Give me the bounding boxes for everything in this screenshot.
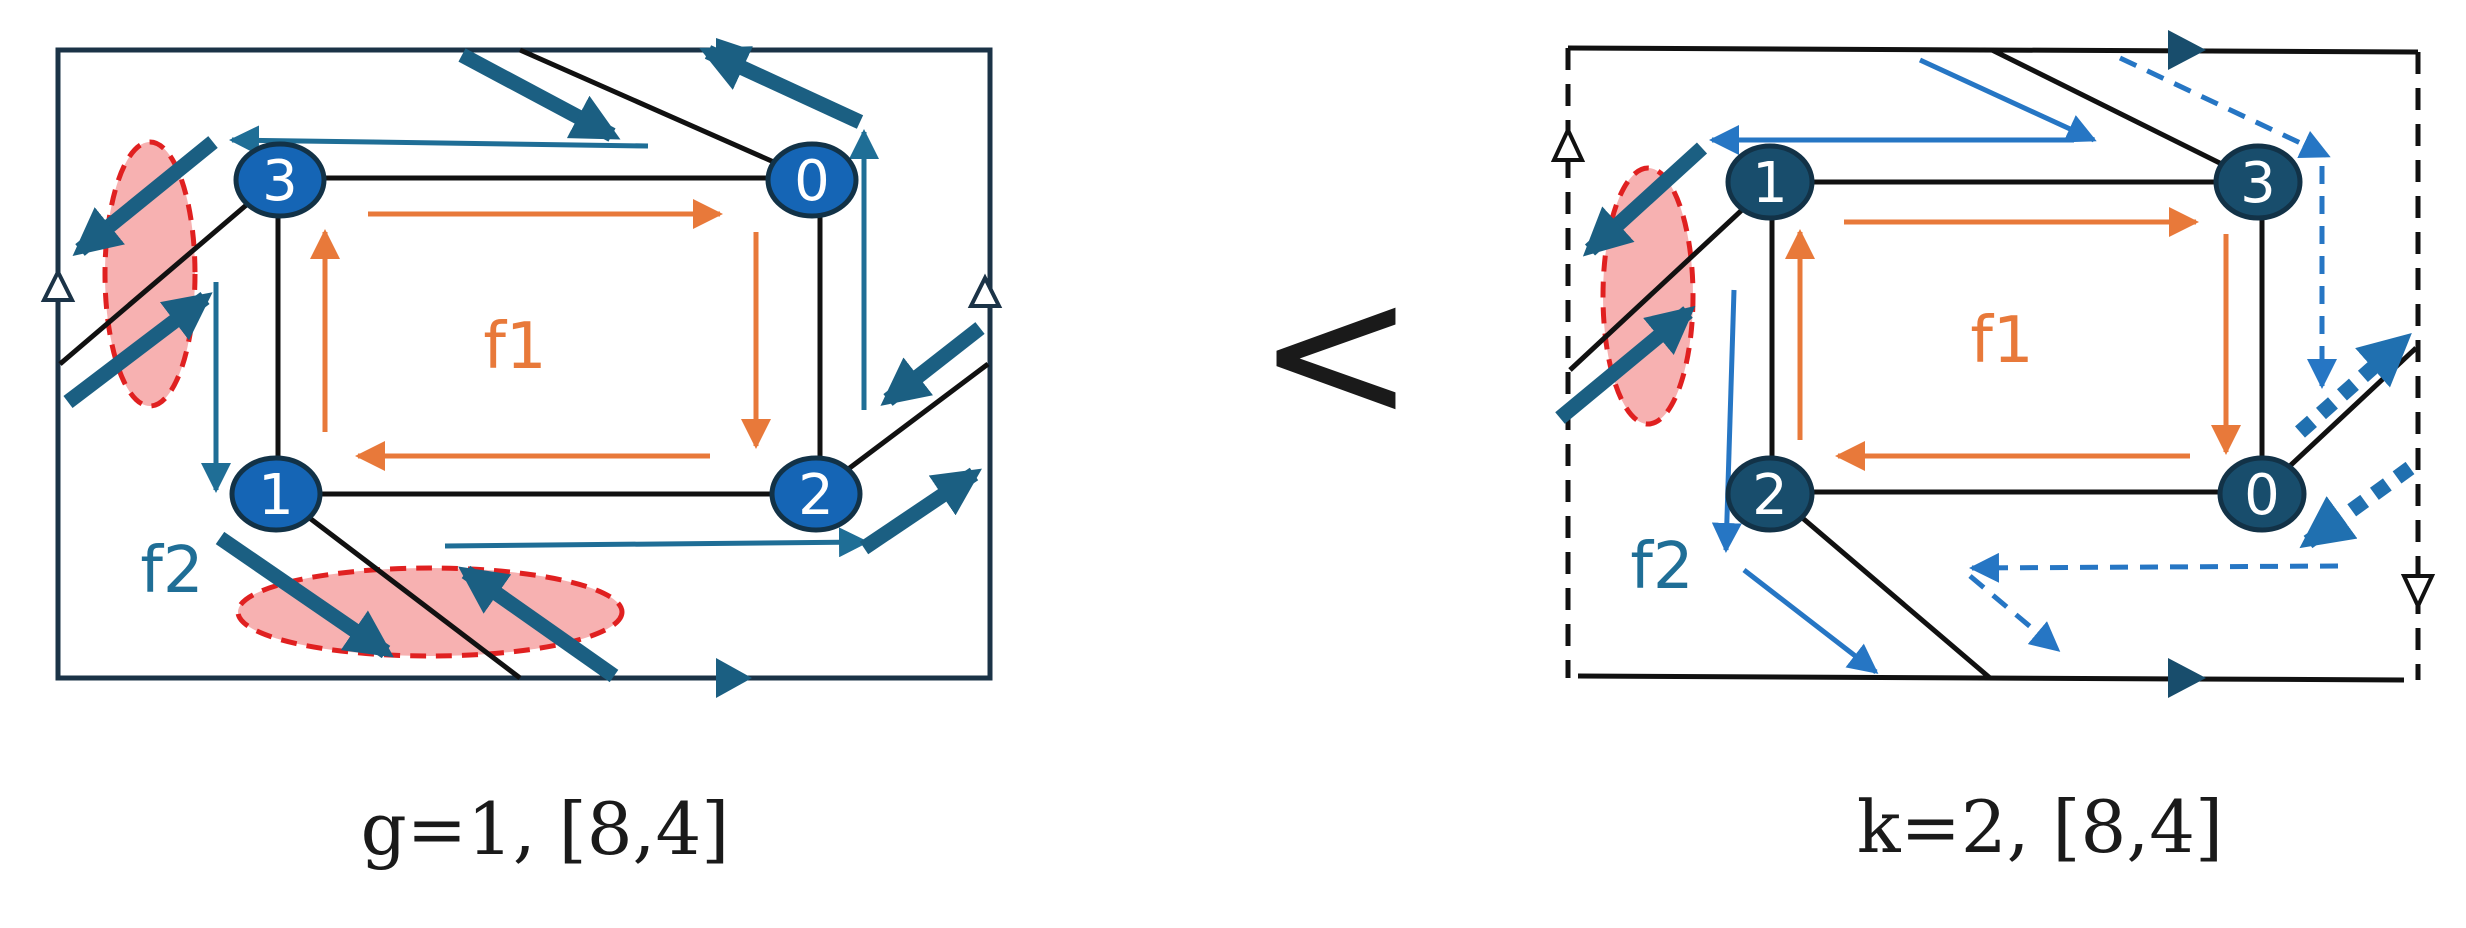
node-label: 0 [794,149,830,214]
left-thin-arrows [201,125,879,558]
right-thick-dotted-arrows [2295,333,2415,549]
left-boundary-arrowhead-icon [716,658,752,698]
right-thick-arrows [1555,142,1708,424]
left-caption: g=1, [8,4] [361,787,730,871]
right-graph-edges [1568,47,2418,680]
left-panel: 3 0 1 2 f1 f2 g=1, [8,4] [40,38,1003,871]
right-boundary-arrowhead-icon [2168,30,2206,70]
left-node-3: 3 [233,141,327,219]
left-thick-arrows [63,45,985,683]
left-f1-arrows [310,199,771,471]
node-label: 0 [2244,463,2280,528]
left-boundary-triangle-icon [40,267,76,302]
right-node-0: 0 [2217,455,2307,533]
right-caption: k=2, [8,4] [1857,785,2223,869]
node-label: 1 [258,463,294,528]
right-node-1: 1 [1725,143,1815,221]
node-label: 3 [262,149,298,214]
node-label: 2 [1752,463,1788,528]
right-panel: 1 3 2 0 f1 f2 k=2, [8,4] [1550,30,2436,869]
left-node-2: 2 [769,455,863,533]
right-blue-arrows [1709,57,2097,674]
node-label: 1 [1752,151,1788,216]
comparison-symbol: < [1256,242,1415,463]
right-node-3: 3 [2213,143,2303,221]
left-node-0: 0 [765,141,859,219]
face-label-f2: f2 [1630,530,1693,604]
face-label-f2: f2 [140,534,203,608]
node-label: 2 [798,463,834,528]
right-boundary-triangle-icon [1550,125,1586,162]
right-boundary-bottom [1577,673,2405,683]
right-boundary-triangle-icon [2400,574,2436,611]
right-f1-arrows [1785,207,2241,471]
right-boundary-arrowhead-icon [2168,658,2206,698]
face-label-f1: f1 [483,310,546,384]
left-node-1: 1 [229,455,323,533]
left-boundary-triangle-icon [967,273,1003,308]
right-dashed-arrows [1968,55,2339,652]
face-label-f1: f1 [1970,304,2033,378]
node-label: 3 [2240,151,2276,216]
right-node-2: 2 [1725,455,1815,533]
